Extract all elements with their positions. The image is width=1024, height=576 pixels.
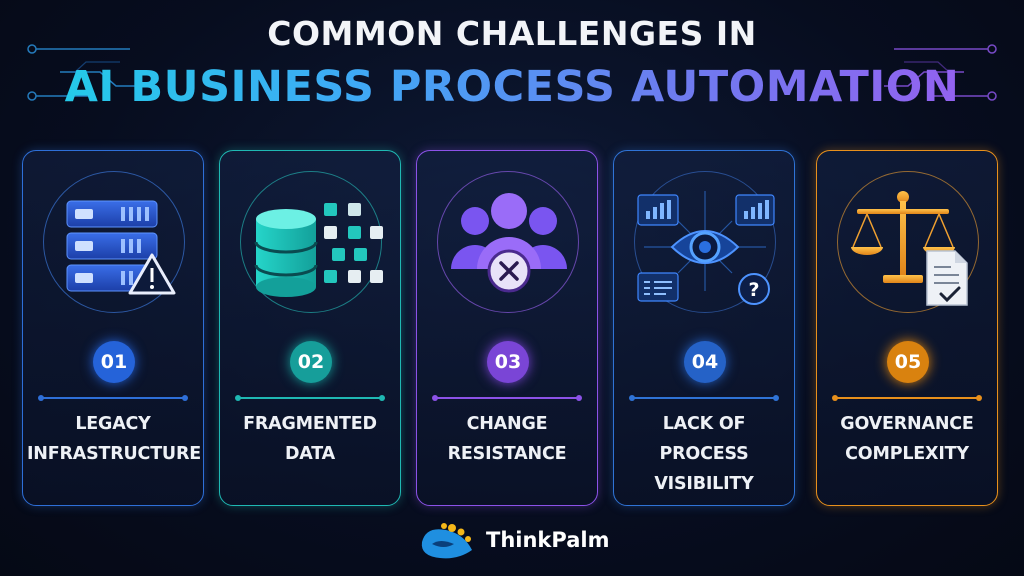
challenge-number: 01 bbox=[93, 341, 135, 383]
challenge-label: FRAGMENTED DATA bbox=[243, 414, 377, 464]
icon-ring bbox=[634, 171, 776, 313]
challenge-card-legacy-infrastructure: 01 LEGACY INFRASTRUCTURE bbox=[22, 150, 204, 506]
page-title-line2: AI BUSINESS PROCESS AUTOMATION bbox=[0, 62, 1024, 112]
challenge-label: LACK OF PROCESS VISIBILITY bbox=[654, 414, 754, 494]
divider bbox=[432, 395, 582, 401]
divider bbox=[38, 395, 188, 401]
page-title-line1: COMMON CHALLENGES IN bbox=[267, 14, 757, 53]
icon-ring bbox=[240, 171, 382, 313]
brand-logo: ThinkPalm bbox=[418, 520, 609, 560]
challenge-number: 02 bbox=[290, 341, 332, 383]
list-panel bbox=[637, 272, 679, 302]
svg-text:?: ? bbox=[748, 279, 759, 301]
icon-ring bbox=[837, 171, 979, 313]
divider bbox=[832, 395, 982, 401]
divider bbox=[629, 395, 779, 401]
challenge-label: CHANGE RESISTANCE bbox=[447, 414, 567, 464]
challenge-card-fragmented-data: 02 FRAGMENTED DATA bbox=[219, 150, 401, 506]
challenge-card-change-resistance: 03 CHANGE RESISTANCE bbox=[416, 150, 598, 506]
icon-ring bbox=[437, 171, 579, 313]
challenge-card-process-visibility: ? 04 LACK OF PROCESS VISIBILITY bbox=[613, 150, 795, 506]
circuit-decoration-left bbox=[27, 44, 140, 101]
blocked-icon bbox=[487, 249, 531, 293]
challenge-number: 04 bbox=[684, 341, 726, 383]
challenge-card-governance-complexity: 05 GOVERNANCE COMPLEXITY bbox=[816, 150, 998, 506]
server-warning-icon bbox=[66, 200, 176, 295]
chart-panel-left bbox=[637, 194, 679, 226]
thinkpalm-logo-icon bbox=[421, 523, 472, 559]
document-check-icon bbox=[926, 250, 968, 306]
question-icon: ? bbox=[738, 273, 770, 305]
challenge-number: 03 bbox=[487, 341, 529, 383]
challenge-label: GOVERNANCE COMPLEXITY bbox=[840, 414, 974, 464]
divider bbox=[235, 395, 385, 401]
circuit-decoration-right bbox=[884, 44, 997, 101]
icon-ring bbox=[43, 171, 185, 313]
challenge-number: 05 bbox=[887, 341, 929, 383]
database-fragments-icon bbox=[254, 203, 383, 297]
chart-panel-right bbox=[735, 194, 775, 226]
challenge-label: LEGACY INFRASTRUCTURE bbox=[27, 414, 201, 464]
people-blocked-icon bbox=[451, 193, 567, 293]
eye-icon bbox=[670, 230, 740, 264]
brand-name: ThinkPalm bbox=[486, 528, 610, 552]
scales-document-icon bbox=[851, 191, 968, 306]
warning-icon bbox=[128, 253, 176, 295]
eye-dashboard-icon: ? bbox=[637, 191, 775, 305]
